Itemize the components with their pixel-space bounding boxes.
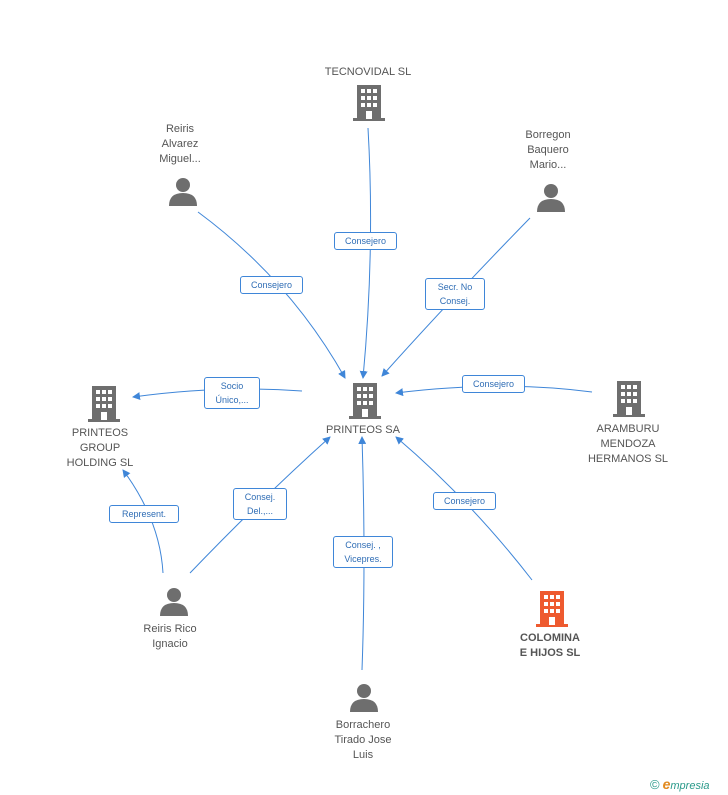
person-icon[interactable] <box>159 587 189 617</box>
person-icon[interactable] <box>168 177 198 207</box>
edge-reiris-alvarez <box>197 211 346 379</box>
building-icon[interactable] <box>88 386 120 422</box>
edge-label-tecnovidal: Consejero <box>334 232 397 250</box>
copyright-symbol: © <box>650 777 660 792</box>
brand-initial: e <box>662 776 671 792</box>
building-icon[interactable] <box>353 85 385 121</box>
edge-label-reiris-rico-printeos: Consej. Del.,... <box>233 488 287 520</box>
building-icon[interactable] <box>349 383 381 419</box>
node-label-aramburu[interactable]: ARAMBURU MENDOZA HERMANOS SL <box>587 423 669 465</box>
node-label-borregon[interactable]: Borregon Baquero Mario... <box>525 129 571 171</box>
node-label-reiris-alvarez[interactable]: Reiris Alvarez Miguel... <box>159 123 201 165</box>
node-label-reiris-rico[interactable]: Reiris Rico Ignacio <box>143 623 197 650</box>
edge-label-colomina: Consejero <box>433 492 496 510</box>
edge-label-borrachero: Consej. , Vicepres. <box>333 536 393 568</box>
node-label-borrachero[interactable]: Borrachero Tirado Jose Luis <box>334 719 392 761</box>
empresia-logo: ©empresia <box>650 776 710 792</box>
edge-label-aramburu: Consejero <box>462 375 525 393</box>
person-icon[interactable] <box>536 183 566 213</box>
edge-label-reiris-rico-group: Represent. <box>109 505 179 523</box>
edge-label-printeos-group: Socio Único,... <box>204 377 260 409</box>
node-label-printeos-sa[interactable]: PRINTEOS SA <box>326 424 400 436</box>
building-icon-highlighted[interactable] <box>536 591 568 627</box>
edge-tecnovidal <box>359 127 372 379</box>
node-label-tecnovidal[interactable]: TECNOVIDAL SL <box>324 66 412 78</box>
edge-label-reiris-alvarez: Consejero <box>240 276 303 294</box>
person-icon[interactable] <box>349 683 379 713</box>
brand-name: mpresia <box>670 780 710 792</box>
building-icon[interactable] <box>613 381 645 417</box>
edge-label-borregon: Secr. No Consej. <box>425 278 485 310</box>
node-label-colomina[interactable]: COLOMINA E HIJOS SL <box>519 632 581 659</box>
node-label-printeos-group[interactable]: PRINTEOS GROUP HOLDING SL <box>66 427 134 469</box>
